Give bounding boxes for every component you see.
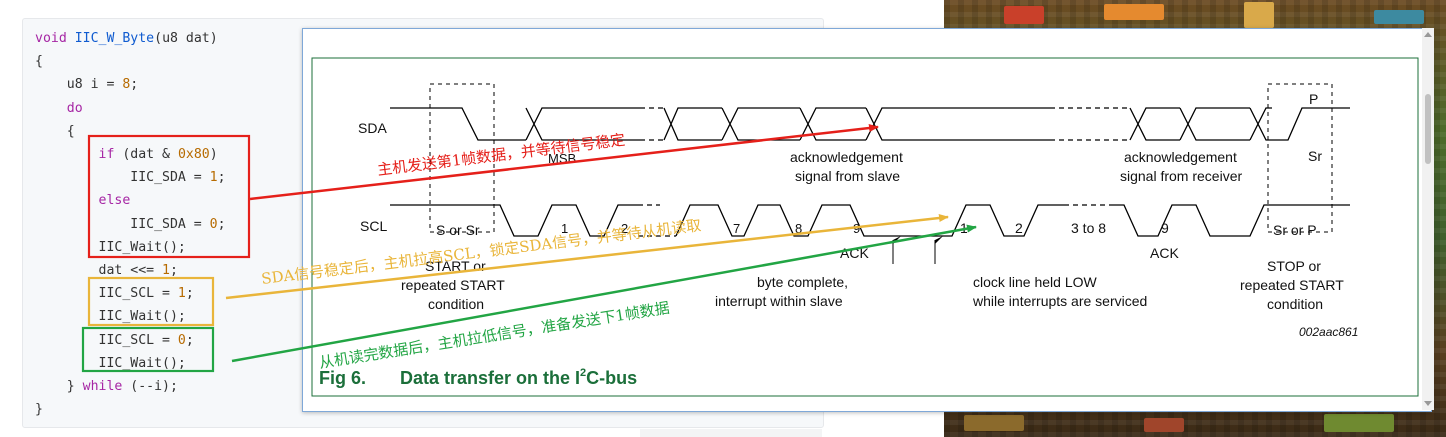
ack-slave-line2: signal from slave [795,168,900,184]
stop-p-label: P [1309,91,1318,107]
code-line: if (dat & 0x80) [98,147,218,163]
code-line: IIC_SDA = 1; [35,170,226,186]
clock-3to8-label: 3 to 8 [1071,220,1106,236]
clock-8-label: 8 [795,221,802,236]
clock-2-label: 2 [621,221,628,236]
code-line: dat <<= 1; [35,263,178,279]
code-line: } while (--i); [35,379,178,395]
yellow-highlight-box [87,276,215,327]
clock-held-line2: while interrupts are serviced [972,293,1147,309]
ack-slave-line1: acknowledgement [790,149,903,165]
red-highlight-box [87,134,251,259]
figure-code-id: 002aac861 [1299,325,1358,339]
figure-number: Fig 6. [319,368,366,388]
stop-condition-box [1267,83,1333,233]
figure-title: Data transfer on the I2C-bus [400,367,637,388]
clock-9b-label: 9 [1161,220,1169,236]
ack-recv-line2: signal from receiver [1120,168,1242,184]
red-annotation-text: 主机发送第1帧数据，并等待信号稳定 [376,131,626,179]
sda-label: SDA [358,120,387,136]
code-line: IIC_Wait(); [35,309,186,325]
code-line: IIC_SCL = 1; [35,286,194,302]
code-line: u8 i = 8; [35,77,139,93]
start-line2: repeated START [401,277,505,293]
code-line: { [35,54,43,70]
sda-waveform [390,107,1350,141]
code-line: IIC_Wait(); [35,355,186,371]
code-line: do [66,100,83,116]
clock-held-line1: clock line held LOW [973,274,1098,290]
code-line: IIC_SDA = 0; [35,216,226,232]
yellow-arrow [225,214,949,300]
stop-line1: STOP or [1267,258,1321,274]
scl-label: SCL [360,218,387,234]
code-text: void IIC_W_Byte(u8 dat) { u8 i = 8; do {… [35,27,226,421]
scroll-up-icon[interactable] [1424,32,1432,37]
sr-or-p-label: Sr or P [1273,222,1317,238]
code-line: } [35,402,43,418]
ack-recv-line1: acknowledgement [1124,149,1237,165]
figure-title-pre: Data transfer on the I [400,368,580,388]
start-line3: condition [428,296,484,312]
figure-title-post: C-bus [586,368,637,388]
code-line: IIC_Wait(); [35,239,186,255]
figure-title-sup: 2 [580,367,586,379]
ack-label-b: ACK [1150,245,1179,261]
popup-scrollbar[interactable] [1422,28,1434,410]
clock-1-label: 1 [561,221,568,236]
red-arrow [249,124,879,201]
stop-line3: condition [1267,296,1323,312]
stop-line2: repeated START [1240,277,1344,293]
byte-complete-line1: byte complete, [757,274,848,290]
s-or-sr-label: S or Sr [436,222,480,238]
clock-2b-label: 2 [1015,220,1023,236]
code-line: { [35,123,75,139]
code-line: void IIC_W_Byte(u8 dat) [35,31,218,46]
divider-strip [640,429,822,437]
scl-waveform [390,204,1350,237]
figure-popup [302,28,1432,412]
code-line: else [98,193,131,209]
start-condition-box [429,83,495,233]
green-arrow [231,224,977,363]
figure-frame [311,57,1419,397]
sr-label: Sr [1308,148,1322,164]
code-line: IIC_SCL = 0; [35,332,194,348]
green-highlight-box [81,326,215,373]
scroll-thumb[interactable] [1425,94,1431,164]
byte-complete-line2: interrupt within slave [715,293,843,309]
scroll-down-icon[interactable] [1424,401,1432,406]
clock-7-label: 7 [733,221,740,236]
